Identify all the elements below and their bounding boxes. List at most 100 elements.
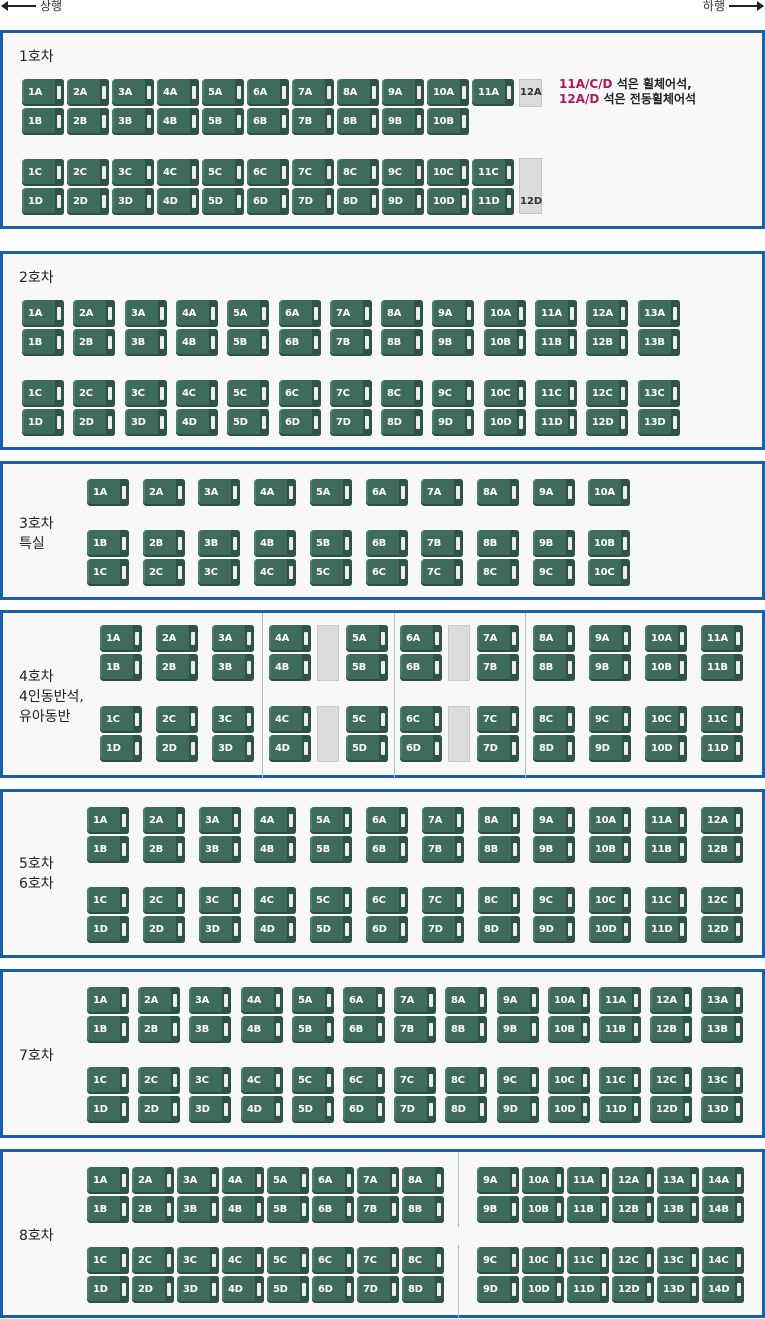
seat-8d[interactable]: 8D [445, 1096, 487, 1123]
seat-1a[interactable]: 1A [87, 807, 129, 834]
seat-4a[interactable]: 4A [269, 625, 311, 652]
seat-2b[interactable]: 2B [73, 329, 115, 356]
seat-6a[interactable]: 6A [279, 300, 321, 327]
seat-6d[interactable]: 6D [400, 735, 442, 762]
seat-10a[interactable]: 10A [548, 987, 590, 1014]
seat-5d[interactable]: 5D [346, 735, 388, 762]
seat-1b[interactable]: 1B [87, 530, 129, 557]
seat-6b[interactable]: 6B [343, 1016, 385, 1043]
seat-3a[interactable]: 3A [199, 807, 241, 834]
seat-8b[interactable]: 8B [337, 108, 379, 135]
seat-6b[interactable]: 6B [400, 654, 442, 681]
seat-11d[interactable]: 11D [599, 1096, 641, 1123]
seat-11c[interactable]: 11C [567, 1247, 609, 1274]
seat-12a[interactable]: 12A [650, 987, 692, 1014]
seat-3d[interactable]: 3D [212, 735, 254, 762]
seat-3a[interactable]: 3A [189, 987, 231, 1014]
seat-2a[interactable]: 2A [156, 625, 198, 652]
seat-8c[interactable]: 8C [477, 559, 519, 586]
seat-2c[interactable]: 2C [132, 1247, 174, 1274]
seat-10b[interactable]: 10B [427, 108, 469, 135]
seat-9d[interactable]: 9D [533, 916, 575, 943]
seat-14a[interactable]: 14A [702, 1167, 744, 1194]
seat-5a[interactable]: 5A [292, 987, 334, 1014]
seat-11a[interactable]: 11A [645, 807, 687, 834]
seat-8b[interactable]: 8B [445, 1016, 487, 1043]
seat-10d[interactable]: 10D [589, 916, 631, 943]
seat-6c[interactable]: 6C [312, 1247, 354, 1274]
seat-1c[interactable]: 1C [87, 1067, 129, 1094]
seat-7d[interactable]: 7D [357, 1276, 399, 1303]
seat-9a[interactable]: 9A [533, 807, 575, 834]
seat-4d[interactable]: 4D [157, 188, 199, 215]
seat-4c[interactable]: 4C [254, 559, 296, 586]
seat-10d[interactable]: 10D [522, 1276, 564, 1303]
seat-9a[interactable]: 9A [477, 1167, 519, 1194]
seat-3b[interactable]: 3B [177, 1196, 219, 1223]
seat-3b[interactable]: 3B [199, 836, 241, 863]
seat-5a[interactable]: 5A [267, 1167, 309, 1194]
seat-1a[interactable]: 1A [87, 987, 129, 1014]
seat-8a[interactable]: 8A [381, 300, 423, 327]
seat-11b[interactable]: 11B [567, 1196, 609, 1223]
seat-9c[interactable]: 9C [382, 159, 424, 186]
seat-10a[interactable]: 10A [589, 807, 631, 834]
seat-6a[interactable]: 6A [366, 807, 408, 834]
seat-11b[interactable]: 11B [599, 1016, 641, 1043]
seat-10d[interactable]: 10D [645, 735, 687, 762]
seat-1c[interactable]: 1C [22, 159, 64, 186]
seat-11c[interactable]: 11C [701, 706, 743, 733]
seat-3c[interactable]: 3C [177, 1247, 219, 1274]
seat-7c[interactable]: 7C [292, 159, 334, 186]
seat-5a[interactable]: 5A [202, 79, 244, 106]
seat-7b[interactable]: 7B [421, 530, 463, 557]
seat-4b[interactable]: 4B [157, 108, 199, 135]
seat-10a[interactable]: 10A [484, 300, 526, 327]
seat-3d[interactable]: 3D [112, 188, 154, 215]
seat-1d[interactable]: 1D [87, 1096, 129, 1123]
seat-13b[interactable]: 13B [638, 329, 680, 356]
seat-10a[interactable]: 10A [427, 79, 469, 106]
seat-6b[interactable]: 6B [366, 530, 408, 557]
seat-10c[interactable]: 10C [588, 559, 630, 586]
seat-6a[interactable]: 6A [247, 79, 289, 106]
seat-7c[interactable]: 7C [330, 380, 372, 407]
seat-3c[interactable]: 3C [198, 559, 240, 586]
seat-8a[interactable]: 8A [478, 807, 520, 834]
seat-3b[interactable]: 3B [112, 108, 154, 135]
seat-8b[interactable]: 8B [477, 530, 519, 557]
seat-10c[interactable]: 10C [522, 1247, 564, 1274]
seat-3c[interactable]: 3C [199, 887, 241, 914]
seat-8a[interactable]: 8A [477, 479, 519, 506]
seat-4c[interactable]: 4C [176, 380, 218, 407]
seat-7c[interactable]: 7C [357, 1247, 399, 1274]
seat-10b[interactable]: 10B [484, 329, 526, 356]
seat-9c[interactable]: 9C [497, 1067, 539, 1094]
seat-12c[interactable]: 12C [701, 887, 743, 914]
seat-5a[interactable]: 5A [310, 479, 352, 506]
seat-7a[interactable]: 7A [357, 1167, 399, 1194]
seat-13d[interactable]: 13D [657, 1276, 699, 1303]
seat-3c[interactable]: 3C [125, 380, 167, 407]
seat-13a[interactable]: 13A [701, 987, 743, 1014]
seat-1c[interactable]: 1C [22, 380, 64, 407]
seat-11c[interactable]: 11C [472, 159, 514, 186]
seat-11d[interactable]: 11D [645, 916, 687, 943]
seat-9b[interactable]: 9B [533, 836, 575, 863]
seat-13c[interactable]: 13C [701, 1067, 743, 1094]
seat-5b[interactable]: 5B [346, 654, 388, 681]
seat-2a[interactable]: 2A [73, 300, 115, 327]
seat-4b[interactable]: 4B [176, 329, 218, 356]
seat-9d[interactable]: 9D [432, 409, 474, 436]
seat-2c[interactable]: 2C [138, 1067, 180, 1094]
seat-11c[interactable]: 11C [599, 1067, 641, 1094]
seat-5c[interactable]: 5C [292, 1067, 334, 1094]
seat-7a[interactable]: 7A [422, 807, 464, 834]
seat-5b[interactable]: 5B [292, 1016, 334, 1043]
seat-11a[interactable]: 11A [535, 300, 577, 327]
seat-12c[interactable]: 12C [650, 1067, 692, 1094]
seat-1d[interactable]: 1D [87, 916, 129, 943]
seat-2d[interactable]: 2D [138, 1096, 180, 1123]
seat-1a[interactable]: 1A [100, 625, 142, 652]
seat-5c[interactable]: 5C [346, 706, 388, 733]
